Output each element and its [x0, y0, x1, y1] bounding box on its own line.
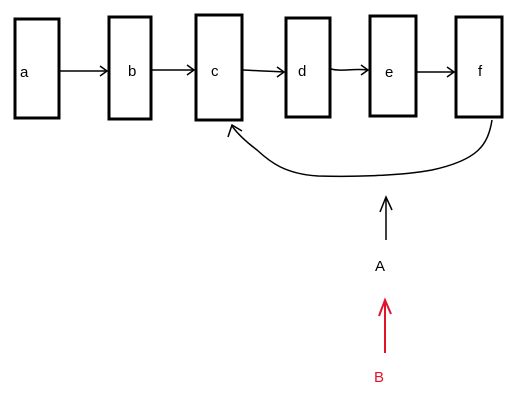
- edge-f-c-loop-arrowhead: [227, 123, 243, 138]
- edge-e-f-arrowhead: [446, 66, 456, 78]
- node-e-label: e: [385, 64, 393, 81]
- node-d-label: d: [298, 63, 306, 80]
- pointer-b-arrowhead: [378, 297, 392, 317]
- node-d-box: [284, 16, 332, 119]
- node-a-box: [13, 17, 61, 120]
- pointer-a-label: A: [375, 258, 385, 275]
- node-c-label: c: [211, 63, 219, 80]
- edge-a-b-arrowhead: [99, 65, 109, 77]
- node-c-box: [194, 13, 244, 122]
- node-f-box: [454, 15, 504, 119]
- edge-b-c-arrowhead: [186, 64, 196, 76]
- edge-d-e-arrowhead: [360, 64, 370, 76]
- edge-d-e: [330, 68, 369, 71]
- node-a-label: a: [20, 64, 29, 81]
- node-b-box: [107, 15, 153, 121]
- edge-c-d-arrowhead: [276, 66, 286, 78]
- pointer-a-arrowhead: [379, 195, 393, 213]
- node-b-label: b: [128, 63, 136, 80]
- pointer-b-label: B: [374, 369, 384, 386]
- edge-f-c-loop: [231, 119, 493, 178]
- node-e-box: [368, 14, 418, 118]
- node-f-label: f: [478, 63, 483, 80]
- edge-c-d: [242, 69, 285, 73]
